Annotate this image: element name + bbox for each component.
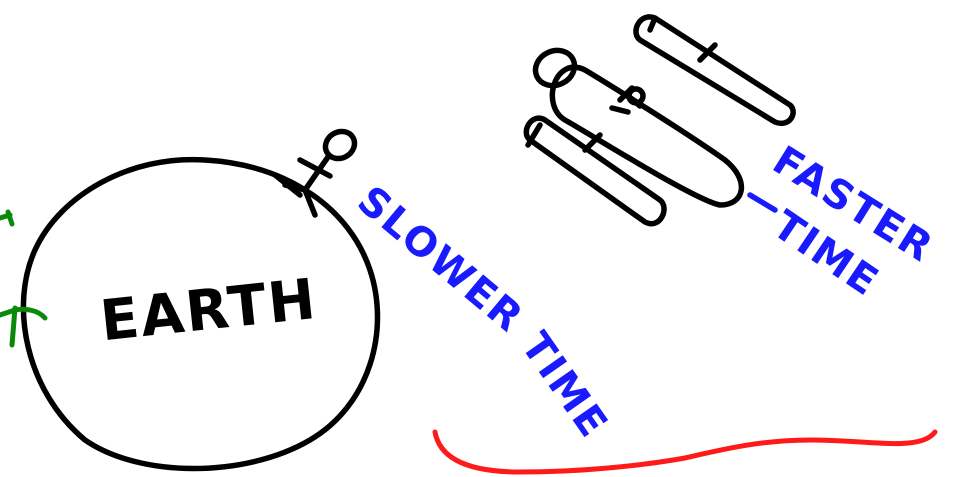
red-brace [435,432,935,472]
person-on-earth-figure [275,126,359,215]
earth-label: EARTH [97,267,320,354]
faster-dash [750,195,775,210]
faster-time-label: FASTER TIME [750,137,942,305]
slower-time-word: TIME [512,324,617,446]
slower-time-label: SLOWER TIME [349,177,617,446]
satellite-drawing [526,17,793,224]
